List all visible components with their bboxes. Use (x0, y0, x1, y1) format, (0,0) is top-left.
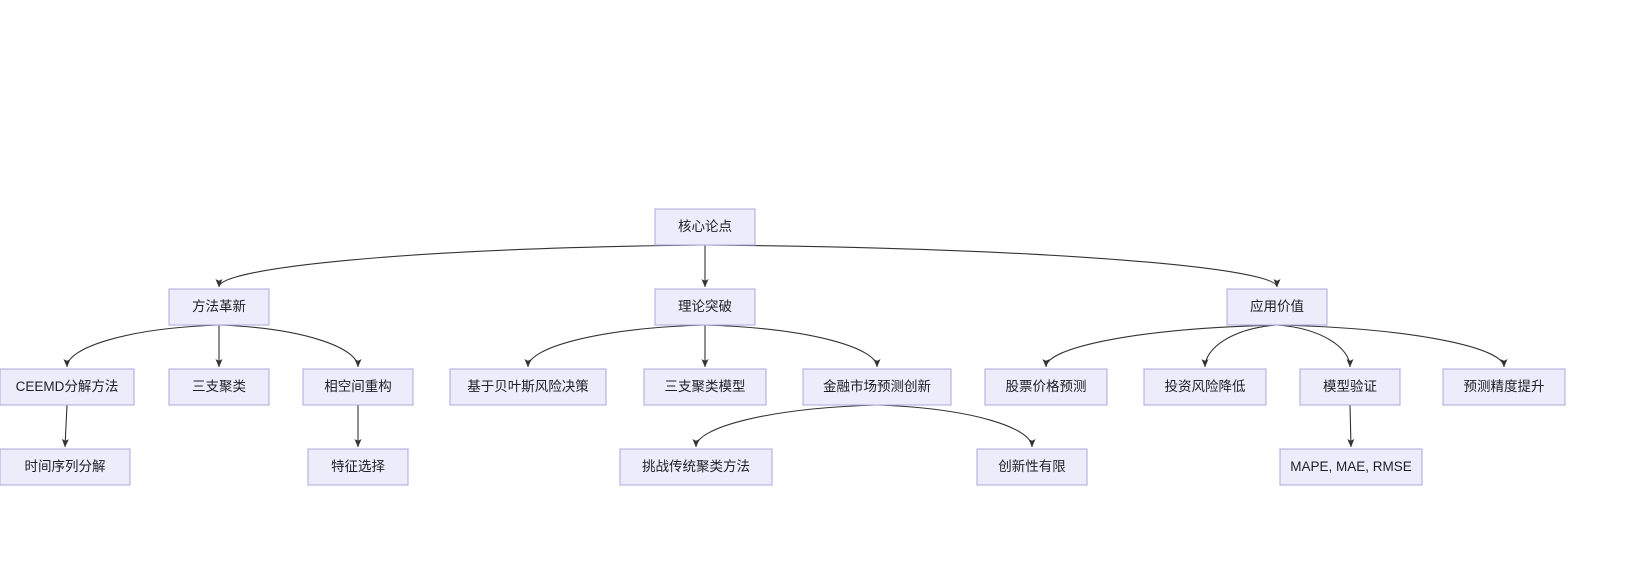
node-box-n2a[interactable] (449, 368, 607, 406)
node-n3a[interactable]: 股票价格预测 (984, 368, 1108, 406)
node-n1c[interactable]: 相空间重构 (302, 368, 414, 406)
node-n2c1[interactable]: 挑战传统聚类方法 (619, 448, 773, 486)
edge-n1-to-n1c (218, 324, 362, 368)
edge-n2-to-n2c (704, 324, 881, 368)
node-label-n2c2: 创新性有限 (998, 459, 1066, 474)
node-label-n1: 方法革新 (192, 299, 246, 314)
node-label-n1c: 相空间重构 (324, 379, 392, 394)
edge-root-to-n1 (215, 244, 706, 288)
node-label-n2a: 基于贝叶斯风险决策 (467, 378, 589, 394)
node-label-n3c: 模型验证 (1323, 379, 1377, 394)
node-box-n1a1[interactable] (0, 448, 131, 486)
edge-n3-to-n3a (1042, 324, 1278, 368)
node-label-n2c: 金融市场预测创新 (823, 378, 931, 394)
node-n2c[interactable]: 金融市场预测创新 (802, 368, 952, 406)
node-box-n3[interactable] (1226, 288, 1328, 326)
edge-n2-to-n2a (524, 324, 706, 368)
node-n1[interactable]: 方法革新 (168, 288, 270, 326)
node-n2[interactable]: 理论突破 (654, 288, 756, 326)
node-label-n1a1: 时间序列分解 (25, 459, 106, 474)
node-box-n1[interactable] (168, 288, 270, 326)
node-n1b[interactable]: 三支聚类 (168, 368, 270, 406)
node-label-n1a: CEEMD分解方法 (16, 379, 119, 394)
node-box-n1a[interactable] (0, 368, 135, 406)
node-label-n3: 应用价值 (1250, 298, 1304, 314)
node-box-n3a[interactable] (984, 368, 1108, 406)
node-n2c2[interactable]: 创新性有限 (976, 448, 1088, 486)
edge-n3-to-n3d (1276, 324, 1508, 368)
node-box-n2[interactable] (654, 288, 756, 326)
edge-n1-to-n1a (63, 324, 220, 368)
node-label-n1c1: 特征选择 (331, 459, 385, 474)
node-box-n3c[interactable] (1299, 368, 1401, 406)
edge-root-to-n3 (704, 244, 1281, 288)
node-box-n1c[interactable] (302, 368, 414, 406)
node-n3c1[interactable]: MAPE, MAE, RMSE (1279, 448, 1423, 486)
node-box-root[interactable] (654, 208, 756, 246)
node-n1a[interactable]: CEEMD分解方法 (0, 368, 135, 406)
edge-n3-to-n3c (1276, 324, 1354, 368)
node-n3d[interactable]: 预测精度提升 (1442, 368, 1566, 406)
node-n1c1[interactable]: 特征选择 (307, 448, 409, 486)
node-box-n2c1[interactable] (619, 448, 773, 486)
node-box-n3c1[interactable] (1279, 448, 1423, 486)
edge-n3-to-n3b (1201, 324, 1278, 368)
node-n2b[interactable]: 三支聚类模型 (643, 368, 767, 406)
node-label-n2: 理论突破 (678, 299, 732, 314)
node-box-n1c1[interactable] (307, 448, 409, 486)
node-label-n3d: 预测精度提升 (1464, 379, 1545, 394)
edge-n2c-to-n2c2 (876, 404, 1036, 448)
edge-n1a-to-n1a1 (61, 404, 69, 448)
edges-layer (61, 244, 1508, 448)
node-box-n3b[interactable] (1143, 368, 1267, 406)
node-n3b[interactable]: 投资风险降低 (1143, 368, 1267, 406)
edge-n2c-to-n2c1 (692, 404, 878, 448)
node-box-n2c2[interactable] (976, 448, 1088, 486)
node-n2a[interactable]: 基于贝叶斯风险决策 (449, 368, 607, 406)
node-label-n2b: 三支聚类模型 (665, 379, 746, 394)
node-label-n3b: 投资风险降低 (1165, 379, 1246, 394)
node-n3[interactable]: 应用价值 (1226, 288, 1328, 326)
node-box-n2b[interactable] (643, 368, 767, 406)
node-n3c[interactable]: 模型验证 (1299, 368, 1401, 406)
node-label-n2c1: 挑战传统聚类方法 (642, 459, 750, 474)
node-box-n1b[interactable] (168, 368, 270, 406)
node-label-n1b: 三支聚类 (192, 379, 246, 394)
edge-n3c-to-n3c1 (1347, 404, 1355, 448)
node-root[interactable]: 核心论点 (654, 208, 756, 246)
node-n1a1[interactable]: 时间序列分解 (0, 448, 131, 486)
node-label-n3c1: MAPE, MAE, RMSE (1290, 459, 1412, 474)
node-box-n3d[interactable] (1442, 368, 1566, 406)
node-box-n2c[interactable] (802, 368, 952, 406)
node-label-root: 核心论点 (678, 219, 732, 234)
node-label-n3a: 股票价格预测 (1006, 379, 1087, 394)
